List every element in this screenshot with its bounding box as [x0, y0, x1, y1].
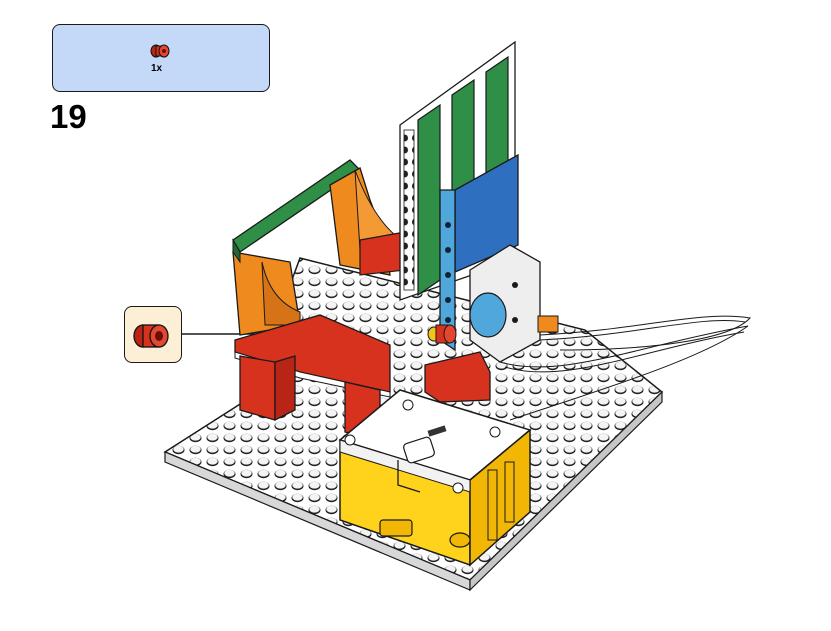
part-quantity: 1x [151, 63, 163, 74]
red-axle-connector-icon [133, 324, 169, 348]
motor [469, 244, 559, 363]
parts-list-box: 1x [52, 24, 270, 92]
part-callout-box [124, 306, 182, 363]
red-axle-connector-icon [150, 44, 170, 58]
step-number: 19 [50, 98, 87, 135]
red-axle-connector [427, 324, 457, 344]
cables [499, 315, 751, 421]
red-ramp [234, 314, 491, 441]
orange-frame [232, 159, 406, 336]
yellow-hub [338, 389, 532, 567]
blue-bracket [439, 153, 519, 352]
